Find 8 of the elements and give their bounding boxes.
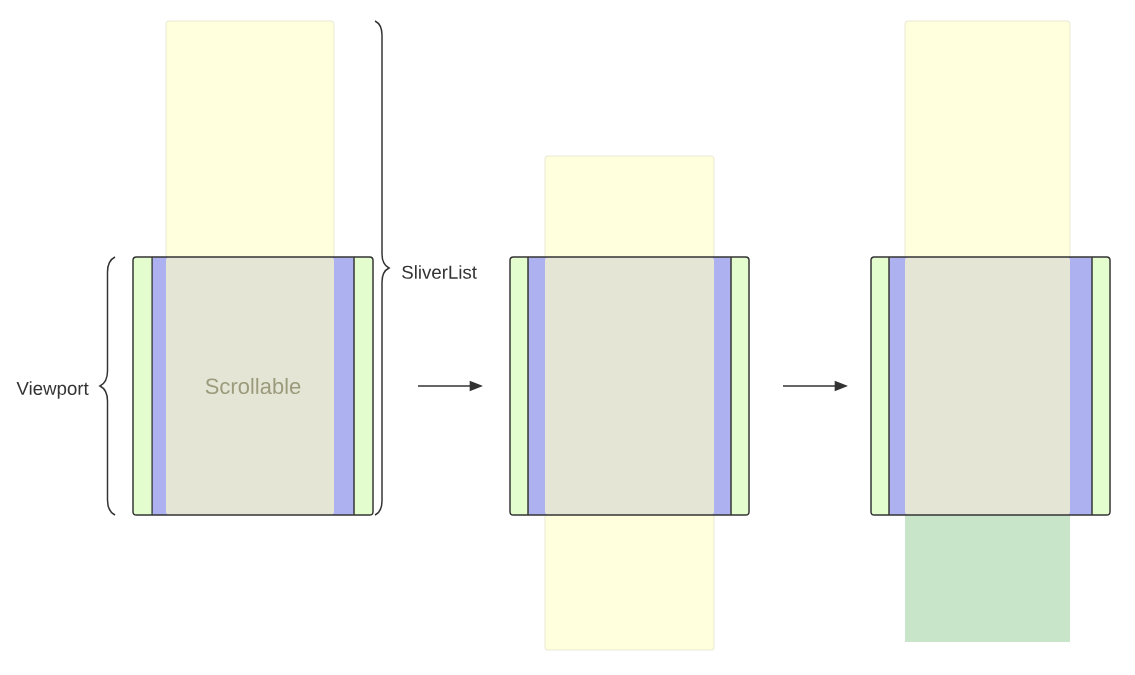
viewport-frame: Scrollable — [132, 256, 374, 516]
list-panel — [165, 20, 335, 259]
viewport-frame — [509, 256, 750, 516]
viewport-frame — [870, 256, 1111, 516]
list-block — [905, 515, 1070, 642]
brace-label: SliverList — [402, 265, 477, 279]
list-panel — [904, 20, 1071, 259]
brace-label: Viewport — [16, 381, 89, 399]
